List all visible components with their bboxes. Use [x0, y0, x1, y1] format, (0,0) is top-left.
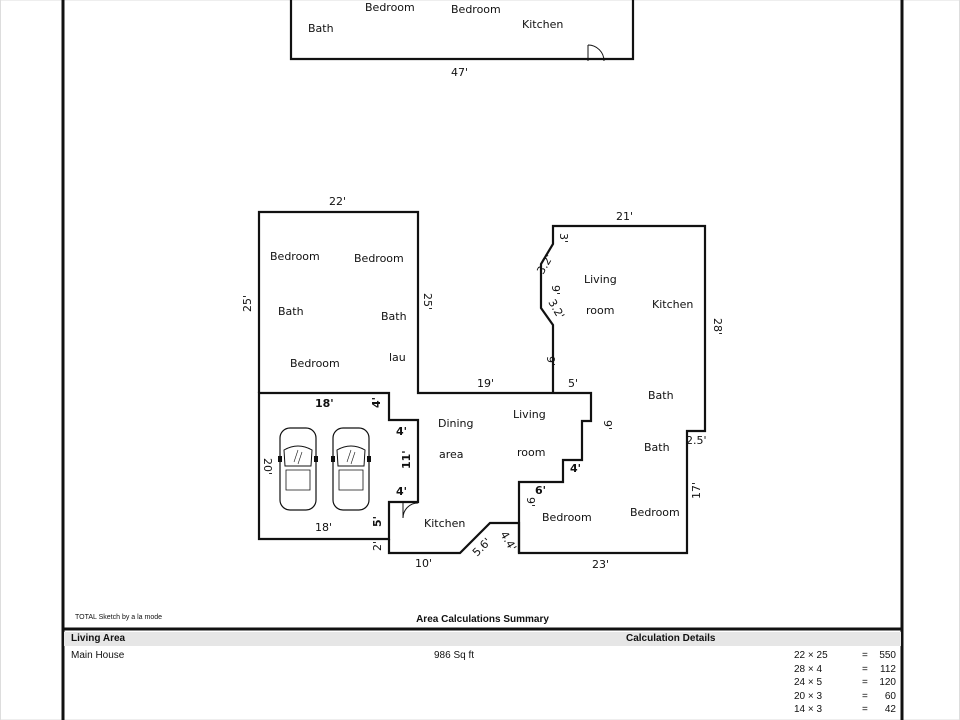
left-room-bath-2: Bath: [381, 310, 407, 323]
summary-title: Area Calculations Summary: [416, 614, 549, 625]
center-room-area: area: [439, 448, 464, 461]
center-dim-diagonal-2: 4.4': [497, 529, 519, 553]
right-dim-5: 9': [544, 356, 557, 366]
right-unit-walls: [517, 224, 707, 555]
right-dim-inner: 9': [601, 420, 614, 430]
calc-expression: 14 × 3: [794, 704, 823, 715]
top-room-kitchen: Kitchen: [522, 18, 563, 31]
right-room-bath-1: Bath: [648, 389, 674, 402]
calc-expression: 24 × 5: [794, 677, 823, 688]
top-plan-walls: [289, 0, 635, 61]
calc-equals: =: [862, 690, 868, 702]
right-room-kitchen: Kitchen: [652, 298, 693, 311]
garage-dim-step-2: 2': [371, 541, 384, 551]
car-icon: [331, 427, 371, 511]
right-dim-side: 28': [711, 318, 724, 335]
garage-dim-notch-1: 4': [370, 397, 383, 408]
sketch-credit: TOTAL Sketch by a la mode: [75, 614, 163, 621]
left-room-bedroom-3: Bedroom: [290, 357, 340, 370]
calc-value: 60: [884, 690, 896, 702]
left-unit: 22' 25' 25' 19' Bedroom Bedroom Bath Bat…: [241, 195, 553, 395]
garage-dim-top: 18': [315, 397, 334, 410]
garage-door-swing: [402, 502, 419, 519]
calc-equals: =: [862, 650, 868, 661]
center-dim-bottom: 10': [415, 557, 432, 570]
right-room-living: Living: [584, 273, 617, 286]
center-unit: Dining area Living room Kitchen 10' 5.6'…: [387, 408, 546, 570]
center-room-living: Living: [513, 408, 546, 421]
left-unit-walls: [257, 210, 553, 395]
right-dim-step: 5': [568, 377, 578, 390]
top-door-swing: [587, 44, 605, 62]
right-dim-top: 21': [616, 210, 633, 223]
top-dim-width: 47': [451, 66, 468, 79]
left-room-bath-1: Bath: [278, 305, 304, 318]
left-room-laundry: lau: [389, 351, 406, 364]
summary-header: Living Area Calculation Details: [64, 632, 901, 646]
calc-value: 112: [880, 663, 896, 675]
car-icon: [278, 427, 318, 511]
calc-expression: 28 × 4: [794, 663, 823, 675]
left-dim-top: 22': [329, 195, 346, 208]
garage-dim-bottom: 18': [315, 521, 332, 534]
right-dim-notch-2: 6': [535, 484, 546, 497]
right-room-bath-2: Bath: [644, 441, 670, 454]
garage-dim-notch-2: 4': [396, 425, 407, 438]
calc-equals: =: [862, 704, 868, 715]
top-plan: Bath Bedroom Bedroom Kitchen 47': [289, 0, 635, 79]
right-room-room: room: [586, 304, 614, 317]
left-dim-bottom: 19': [477, 377, 494, 390]
garage-dim-inner: 11': [400, 450, 413, 469]
calc-equals: =: [862, 663, 868, 675]
garage-walls: [257, 391, 420, 541]
summary-header-calc-details: Calculation Details: [626, 633, 716, 644]
garage-dim-step: 5': [371, 516, 384, 527]
area-summary: Area Calculations Summary Living Area Ca…: [64, 614, 901, 720]
summary-header-living-area: Living Area: [71, 633, 126, 644]
right-unit: 21' 3' 3.2' 9' 3.2' 9' 5' 28' 9' 2.5' 4'…: [517, 210, 724, 571]
calc-value: 42: [884, 704, 896, 715]
summary-row-value: 986 Sq ft: [434, 650, 475, 661]
calc-equals: =: [862, 677, 868, 688]
right-dim-3: 9': [549, 285, 562, 295]
top-room-bath: Bath: [308, 22, 334, 35]
garage-dim-notch-3: 4': [396, 485, 407, 498]
left-dim-side: 25': [241, 295, 254, 312]
top-room-bedroom-1: Bedroom: [365, 1, 415, 14]
center-room-dining: Dining: [438, 417, 474, 430]
garage: 18' 4' 4' 20' 11' 4' 18' 5' 2': [257, 391, 420, 551]
right-dim-2: 3.2': [534, 252, 556, 276]
center-room-kitchen: Kitchen: [424, 517, 465, 530]
right-dim-1: 3': [557, 233, 570, 243]
right-dim-side-2: 17': [690, 482, 703, 499]
garage-dim-side: 20': [261, 458, 274, 475]
right-dim-offset: 2.5': [686, 434, 707, 447]
center-room-room: room: [517, 446, 545, 459]
top-room-bedroom-2: Bedroom: [451, 3, 501, 16]
left-dim-inner: 25': [421, 293, 434, 310]
right-dim-notch-3: 9': [524, 497, 537, 507]
left-room-bedroom-1: Bedroom: [270, 250, 320, 263]
right-room-bedroom-1: Bedroom: [542, 511, 592, 524]
right-dim-notch: 4': [570, 462, 581, 475]
left-room-bedroom-2: Bedroom: [354, 252, 404, 265]
calc-value: 550: [879, 650, 896, 661]
right-dim-bottom: 23': [592, 558, 609, 571]
calc-expression: 22 × 25: [794, 650, 828, 661]
calc-value: 120: [879, 677, 896, 688]
right-room-bedroom-2: Bedroom: [630, 506, 680, 519]
summary-row-label: Main House: [71, 650, 125, 661]
calc-expression: 20 × 3: [794, 690, 823, 702]
